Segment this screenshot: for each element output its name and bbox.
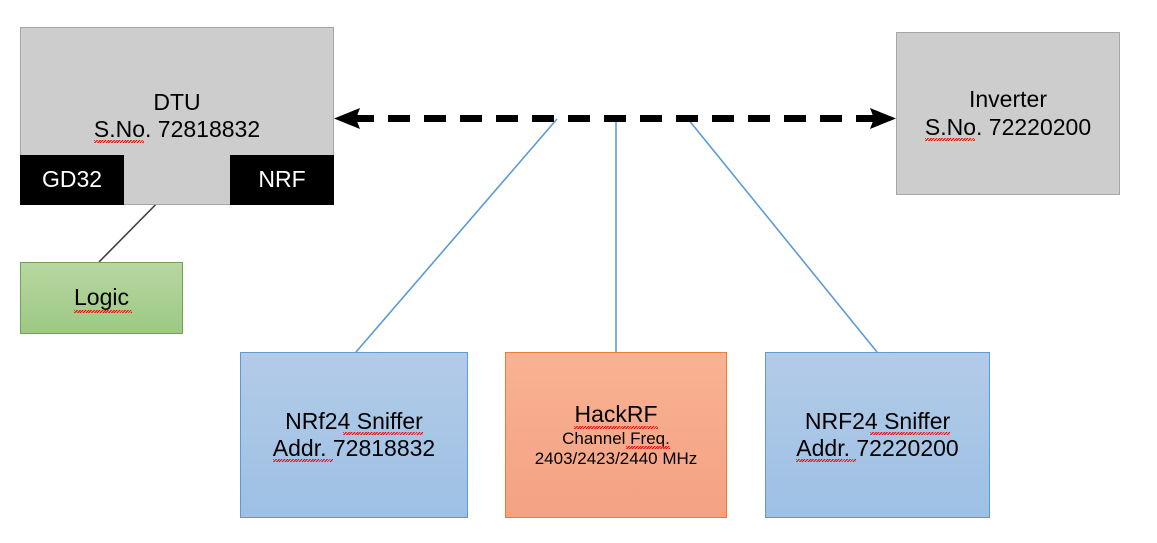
hackrf-channel-label: Channel Freq. (562, 429, 670, 449)
probe-line-left (355, 118, 558, 353)
node-hackrf[interactable]: HackRF Channel Freq. 2403/2423/2440 MHz (505, 352, 727, 518)
sniffer-left-address: Addr. 72818832 (272, 435, 436, 463)
hackrf-channel-label-text: Channel Freq. (562, 428, 670, 448)
node-sniffer-right[interactable]: NRF24 Sniffer Addr. 72220200 (765, 352, 990, 518)
dtu-title: DTU (153, 88, 201, 115)
rf-link-arrow-left (334, 108, 360, 129)
hackrf-frequencies: 2403/2423/2440 MHz (534, 448, 698, 468)
node-nrf[interactable]: NRF (230, 155, 334, 205)
inverter-serial-text: S.No. 72220200 (924, 113, 1092, 140)
inverter-serial: S.No. 72220200 (924, 113, 1092, 141)
sniffer-left-address-text: Addr. 72818832 (272, 435, 436, 461)
node-logic[interactable]: Logic (20, 262, 183, 334)
dtu-serial: S.No. 72818832 (93, 116, 261, 144)
sniffer-left-title: NRf24 Sniffer (285, 408, 423, 435)
rf-link-connector (334, 108, 896, 129)
node-inverter[interactable]: Inverter S.No. 72220200 (896, 32, 1120, 195)
rf-link-arrow-right (870, 108, 896, 129)
node-sniffer-left[interactable]: NRf24 Sniffer Addr. 72818832 (240, 352, 468, 518)
node-gd32[interactable]: GD32 (20, 155, 124, 205)
probe-lines (355, 118, 878, 353)
dtu-serial-text: S.No. 72818832 (93, 116, 261, 142)
inverter-title: Inverter (969, 86, 1047, 113)
gd32-label: GD32 (41, 166, 103, 193)
hackrf-title: HackRF (574, 401, 659, 429)
logic-label: Logic (74, 284, 129, 311)
hackrf-title-text: HackRF (574, 401, 658, 428)
sniffer-right-address: Addr. 72220200 (796, 435, 959, 463)
sniffer-right-title: NRF24 Sniffer (804, 407, 951, 435)
sniffer-right-title-text: NRF24 Sniffer (804, 407, 951, 434)
sniffer-right-address-text: Addr. 72220200 (796, 435, 959, 461)
nrf-label: NRF (258, 166, 306, 193)
sniffer-left-title-text: NRf24 Sniffer (285, 407, 423, 434)
probe-line-right (687, 118, 878, 353)
logic-label-wrap: Logic (74, 284, 132, 313)
